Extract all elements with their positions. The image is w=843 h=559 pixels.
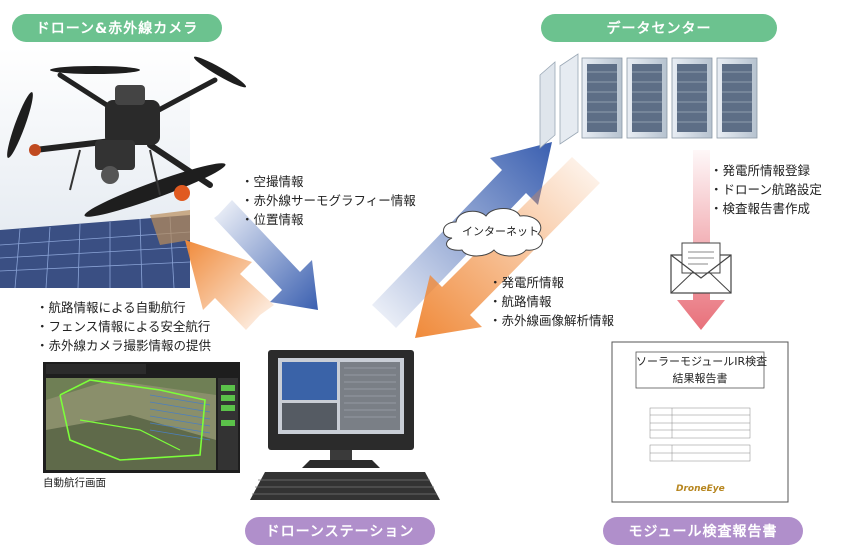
computer-monitor [250,350,440,500]
list-item: ・赤外線カメラ撮影情報の提供 [36,338,212,353]
list-item: ・フェンス情報による安全航行 [36,319,211,334]
arrow-drone-to-station [214,200,318,310]
list-item: ・発電所情報 [489,275,565,290]
label-drone-station: ドローンステーション [245,517,435,545]
internet-cloud [443,208,543,257]
list-item: ・航路情報 [489,294,552,309]
report-title: ソーラーモジュールIR検査 結果報告書 [636,353,768,387]
list-item: ・赤外線サーモグラフィー情報 [241,193,416,208]
auto-nav-caption: 自動航行画面 [43,477,106,489]
list-item: ・赤外線画像解析情報 [489,313,615,328]
label-module-report: モジュール検査報告書 [603,517,803,545]
list-item: ・発電所情報登録 [710,163,811,178]
list-item: ・航路情報による自動航行 [36,300,186,315]
label-drone-camera: ドローン&赤外線カメラ [12,14,222,42]
internet-label: インターネット [462,225,539,238]
arrow-center-to-report [677,150,725,330]
label-data-center: データセンター [541,14,777,42]
drone-photo [0,48,247,289]
server-racks [539,53,758,149]
report-brand-logo: DroneEye [676,484,725,494]
list-item: ・位置情報 [241,212,304,227]
list-item: ・検査報告書作成 [710,201,811,216]
list-center-to-station: ・発電所情報 ・航路情報 ・赤外線画像解析情報 [489,273,614,330]
arrow-station-to-drone [185,240,274,330]
list-station-to-drone: ・航路情報による自動航行 ・フェンス情報による安全航行 ・赤外線カメラ撮影情報の… [36,298,211,355]
list-center-tasks: ・発電所情報登録 ・ドローン航路設定 ・検査報告書作成 [710,161,822,218]
report-title-line1: ソーラーモジュールIR検査 [636,355,768,368]
list-item: ・空撮情報 [241,174,304,189]
report-title-line2: 結果報告書 [672,372,728,385]
list-drone-to-station: ・空撮情報 ・赤外線サーモグラフィー情報 ・位置情報 [241,172,416,229]
report-document [611,341,789,503]
envelope-icon [670,242,732,294]
list-item: ・ドローン航路設定 [710,182,822,197]
auto-nav-screenshot [43,362,240,473]
